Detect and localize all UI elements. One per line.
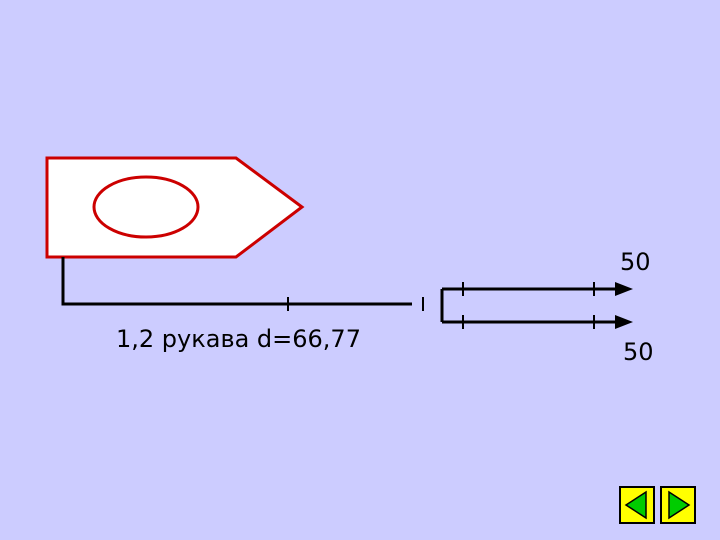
next-slide-button[interactable] <box>660 486 696 524</box>
triangle-left-icon <box>624 490 647 520</box>
main-hose-line <box>61 257 412 306</box>
pump-ellipse <box>92 175 200 239</box>
upper-nozzle-arrow <box>615 282 633 296</box>
triangle-right-icon <box>668 490 691 520</box>
hose-label: 1,2 рукава d=66,77 <box>116 325 361 353</box>
fire-truck-symbol <box>45 156 305 259</box>
lower-nozzle-arrow <box>615 315 633 329</box>
previous-slide-button[interactable] <box>619 486 655 524</box>
upper-line-value: 50 <box>620 248 651 276</box>
lower-line-value: 50 <box>623 338 654 366</box>
